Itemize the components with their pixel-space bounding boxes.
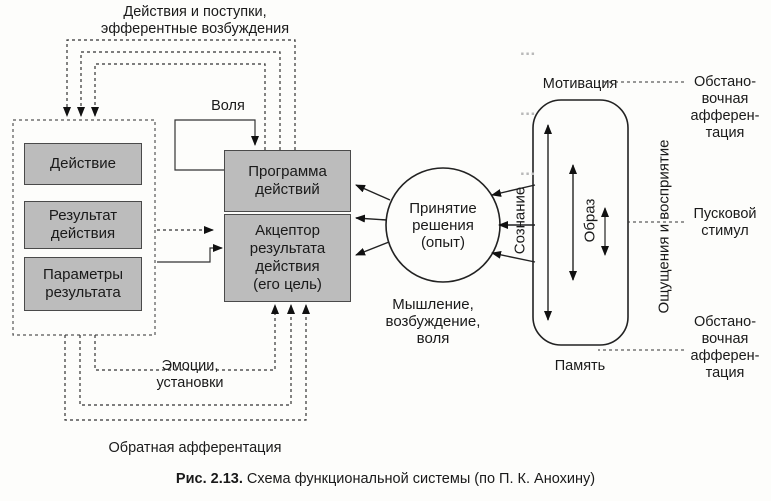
will-loop — [174, 119, 259, 171]
efferent-path-middle — [77, 51, 281, 150]
label-image: Образ — [581, 198, 599, 243]
label-consciousness: Сознание — [511, 186, 529, 255]
label-actions-efferent: Действия и поступки, эфферентные возбужд… — [100, 4, 290, 37]
decision-to-program — [355, 184, 391, 201]
box-program: Программа действий — [224, 150, 351, 212]
label-thinking: Мышление, возбуждение, воля — [385, 296, 481, 347]
label-will: Воля — [211, 98, 245, 114]
background-heading: ... ... ... — [520, 40, 536, 179]
label-emotions: Эмоции, установки — [156, 358, 224, 391]
emotions-path — [94, 304, 279, 371]
box-acceptor: Акцептор результата действия (его цель) — [224, 214, 351, 302]
decision-label: Принятие решения (опыт) — [409, 200, 477, 251]
label-feedback: Обратная афферентация — [108, 440, 282, 456]
action-group-frame — [12, 119, 156, 336]
caption-text: Схема функциональной системы (по П. К. А… — [242, 471, 596, 487]
figure-caption: Рис. 2.13. Схема функциональной системы … — [0, 471, 771, 487]
label-motivation: Мотивация — [542, 76, 618, 92]
params-to-acceptor — [157, 244, 223, 263]
feedback-path-1 — [79, 304, 295, 406]
box-params: Параметры результата — [24, 257, 142, 311]
label-situational-top: Обстано- вочная афферен- тация — [690, 74, 760, 141]
efferent-path-inner — [91, 63, 266, 150]
caption-prefix: Рис. 2.13. — [175, 471, 243, 487]
box-result: Результат действия — [24, 201, 142, 249]
label-trigger: Пусковой стимул — [693, 206, 757, 239]
feedback-path-2 — [64, 304, 310, 421]
efferent-path-outer — [63, 39, 296, 150]
to-decision-3 — [491, 250, 536, 263]
label-perception: Ощущения и восприятие — [655, 139, 673, 314]
label-situational-bottom: Обстано- вочная афферен- тация — [690, 314, 760, 381]
label-memory: Память — [554, 358, 606, 374]
decision-to-acceptor-2 — [355, 241, 390, 256]
decision-to-acceptor-1 — [355, 214, 388, 223]
box-action: Действие — [24, 143, 142, 185]
to-decision-1 — [491, 184, 536, 197]
